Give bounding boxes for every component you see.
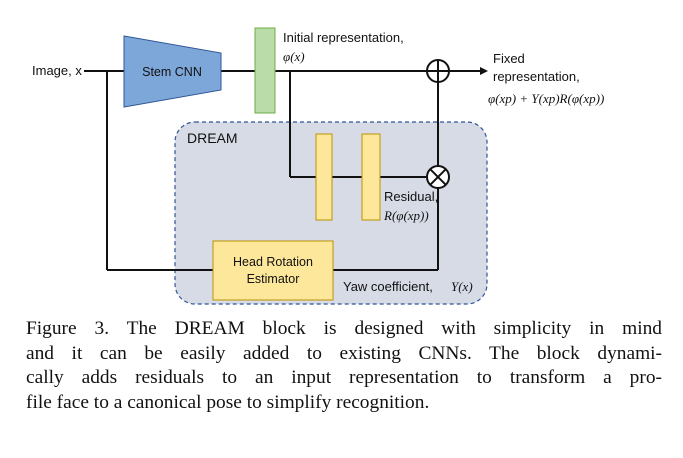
residual-label: Residual, <box>384 189 438 204</box>
arrow-head <box>480 67 488 75</box>
fixed-representation-line2: representation, <box>493 69 580 84</box>
caption-line-1: Figure 3. The DREAM block is designed wi… <box>26 318 662 339</box>
estimator-label-line2: Estimator <box>247 272 300 286</box>
initial-representation-math: φ(x) <box>283 49 305 64</box>
residual-block-1 <box>315 133 333 221</box>
dream-architecture-diagram: DREAM Stem CNN Head <box>32 27 604 305</box>
residual-math: R(φ(xp)) <box>383 208 429 223</box>
input-label: Image, x <box>32 63 82 78</box>
dream-label: DREAM <box>187 130 238 146</box>
stem-cnn-label: Stem CNN <box>142 65 202 79</box>
fixed-representation-math: φ(xp) + Y(xp)R(φ(xp)) <box>488 91 604 106</box>
caption-line-3: cally adds residuals to an input represe… <box>26 367 662 389</box>
figure-caption: Figure 3. The DREAM block is designed wi… <box>26 317 662 415</box>
caption-line-2: and it can be easily added to existing C… <box>26 342 662 364</box>
fixed-representation-line1: Fixed <box>493 51 525 66</box>
estimator-label-line1: Head Rotation <box>233 255 313 269</box>
multiply-operator-icon <box>426 165 450 189</box>
sum-operator-icon <box>426 59 450 83</box>
connection-lines <box>84 70 480 271</box>
yaw-coefficient-math: Y(x) <box>451 279 473 294</box>
initial-representation-label: Initial representation, <box>283 30 404 45</box>
residual-block-2 <box>361 133 381 221</box>
initial-representation-block <box>254 27 276 114</box>
caption-line-4: file face to a canonical pose to simplif… <box>26 391 430 413</box>
head-rotation-estimator-block <box>212 240 334 301</box>
stem-cnn-block <box>123 35 222 108</box>
yaw-coefficient-label: Yaw coefficient, <box>343 279 433 294</box>
